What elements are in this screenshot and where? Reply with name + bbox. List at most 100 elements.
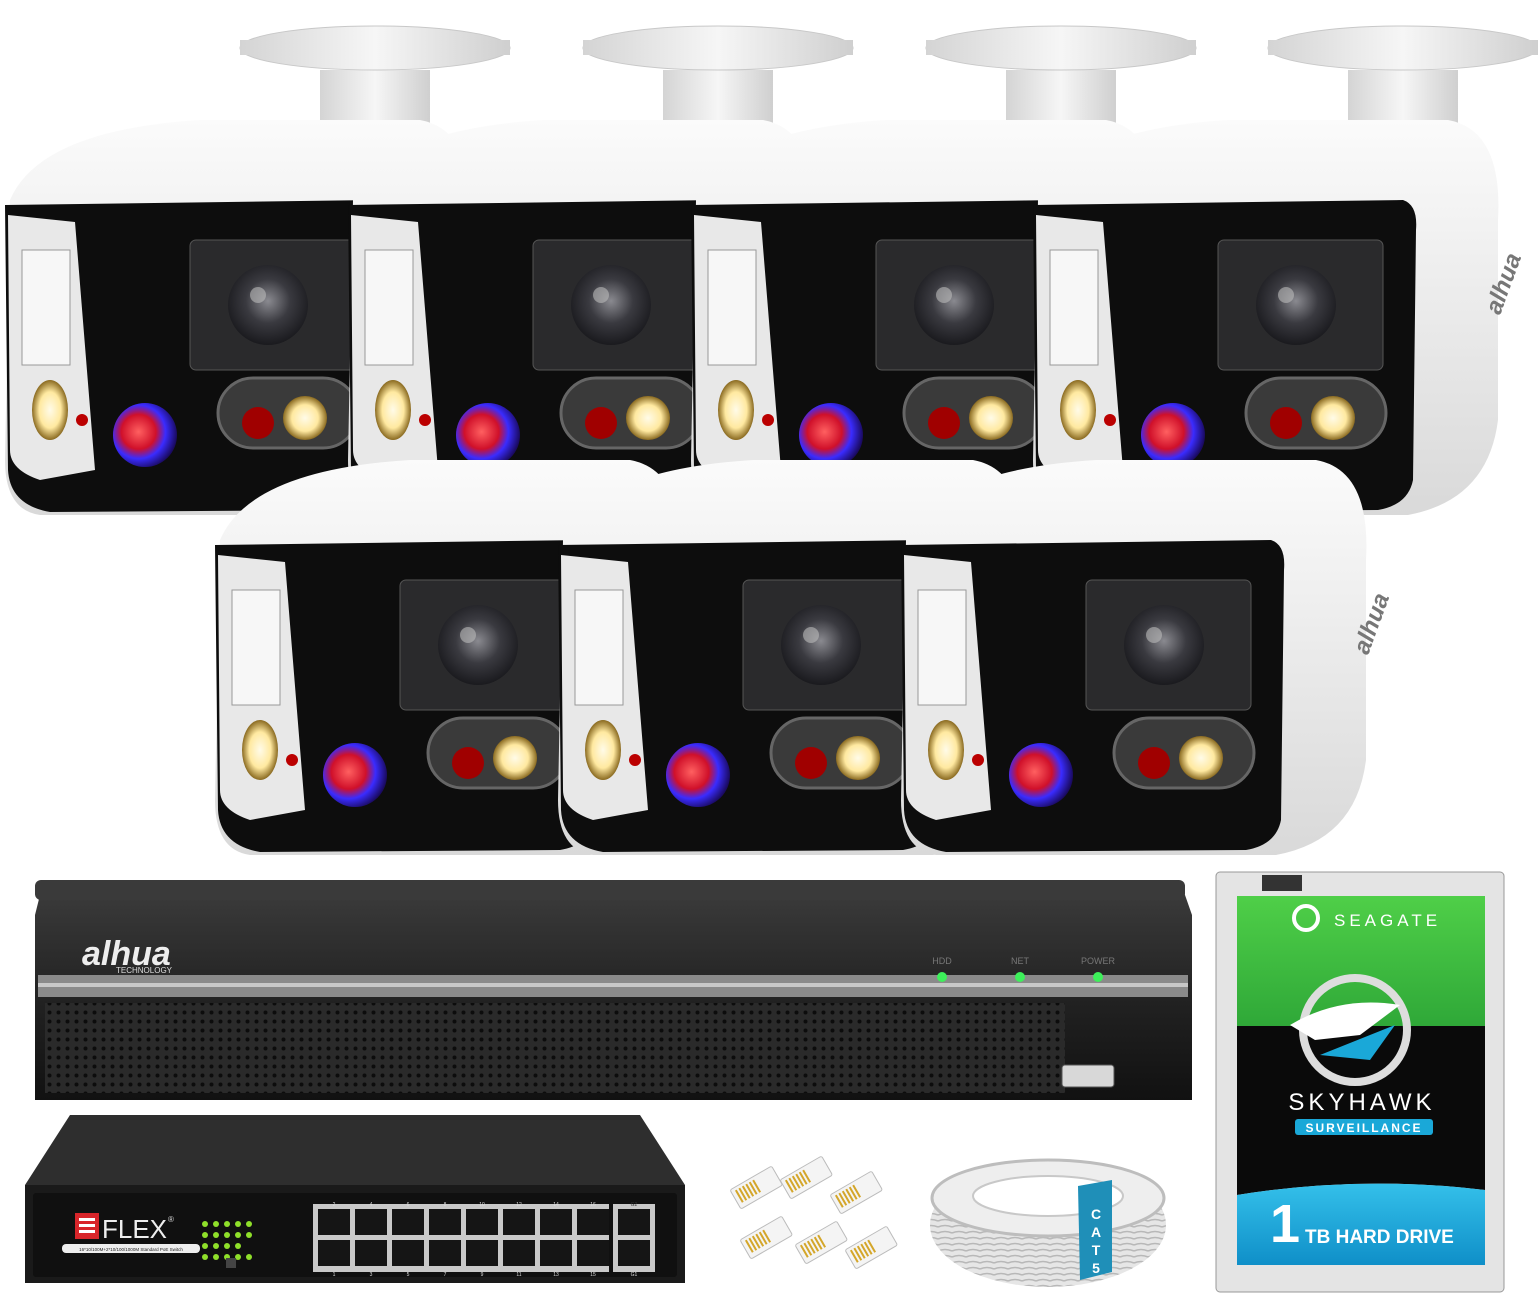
port-number: 4	[370, 1202, 373, 1208]
port-number: 10	[479, 1202, 485, 1208]
usb-port	[1061, 1064, 1115, 1088]
cat5-cable-coil: CAT5	[930, 1158, 1166, 1287]
port-number: 11	[516, 1272, 521, 1278]
switch-subtitle: 16*10/100M+2*10/100/1000M Standard PoE S…	[79, 1247, 183, 1252]
port-number: 1	[333, 1272, 336, 1278]
skyhawk-logo-icon	[1290, 974, 1411, 1086]
red-blue-warning-light-icon	[323, 743, 387, 807]
switch-status-led	[202, 1221, 208, 1227]
port-number: 9	[481, 1272, 484, 1278]
switch-status-led	[246, 1254, 252, 1260]
switch-status-led	[235, 1243, 241, 1249]
switch-status-led	[246, 1221, 252, 1227]
lens-icon	[228, 265, 308, 345]
hdd-line: SURVEILLANCE	[1305, 1121, 1422, 1135]
switch-status-led	[235, 1232, 241, 1238]
white-light-icon	[585, 720, 621, 780]
ethernet-port	[577, 1209, 609, 1235]
uplink-port	[618, 1240, 650, 1266]
uplink-port	[618, 1209, 650, 1235]
red-blue-warning-light-icon	[1009, 743, 1073, 807]
switch-status-led	[213, 1243, 219, 1249]
red-blue-warning-light-icon	[113, 403, 177, 467]
switch-mark: ®	[168, 1215, 174, 1224]
switch-status-led	[224, 1221, 230, 1227]
uplink-label: G2	[631, 1202, 638, 1208]
hdd-brand: SEAGATE	[1334, 911, 1441, 930]
flex-logo-icon	[75, 1213, 99, 1239]
switch-status-led	[246, 1232, 252, 1238]
nvr-indicator-led	[1015, 972, 1025, 982]
nvr-indicator-led	[937, 972, 947, 982]
ethernet-port	[503, 1209, 535, 1235]
red-blue-warning-light-icon	[799, 403, 863, 467]
nvr-indicator-label: NET	[1011, 956, 1030, 966]
ethernet-port	[466, 1209, 498, 1235]
ethernet-port	[429, 1240, 461, 1266]
ethernet-port	[355, 1209, 387, 1235]
red-blue-warning-light-icon	[1141, 403, 1205, 467]
lens-icon	[571, 265, 651, 345]
port-number: 7	[444, 1272, 447, 1278]
white-light-icon	[32, 380, 68, 440]
rj45-connector	[740, 1216, 793, 1259]
port-number: 15	[590, 1272, 596, 1278]
ethernet-port	[318, 1209, 350, 1235]
switch-brand: FLEX	[102, 1214, 167, 1244]
port-number: 13	[553, 1272, 559, 1278]
uplink-label: G1	[631, 1272, 638, 1278]
switch-status-led	[213, 1232, 219, 1238]
switch-status-led	[213, 1221, 219, 1227]
hdd-model: SKYHAWK	[1288, 1089, 1435, 1116]
port-number: 3	[370, 1272, 373, 1278]
hdd-capacity: 1	[1270, 1194, 1300, 1254]
rj45-connector	[845, 1226, 898, 1269]
nvr-indicator-label: POWER	[1081, 956, 1116, 966]
switch-status-led	[202, 1243, 208, 1249]
ethernet-port	[577, 1240, 609, 1266]
poe-switch: FLEX ® 16*10/100M+2*10/100/1000M Standar…	[25, 1115, 685, 1283]
lens-icon	[1256, 265, 1336, 345]
white-light-icon	[928, 720, 964, 780]
hdd-capacity-unit: TB HARD DRIVE	[1305, 1227, 1454, 1248]
port-number: 5	[407, 1272, 410, 1278]
ethernet-port	[429, 1209, 461, 1235]
ethernet-port	[355, 1240, 387, 1266]
bullet-camera: alhua	[901, 460, 1395, 855]
cat5-label: CAT5	[1088, 1206, 1104, 1278]
rj45-connectors	[730, 1156, 898, 1269]
nvr-logo-sub: TECHNOLOGY	[116, 966, 173, 975]
white-light-icon	[1060, 380, 1096, 440]
switch-status-led	[235, 1221, 241, 1227]
ethernet-port	[392, 1240, 424, 1266]
seagate-hard-drive: SEAGATE SKYHAWK SURVEILLANCE 1 TB HARD D…	[1215, 871, 1505, 1293]
lens-icon	[914, 265, 994, 345]
ethernet-port	[318, 1240, 350, 1266]
switch-status-led	[202, 1254, 208, 1260]
lens-icon	[1124, 605, 1204, 685]
rj45-connector	[730, 1166, 783, 1209]
seagate-logo-icon	[1292, 904, 1320, 932]
switch-status-led	[202, 1232, 208, 1238]
port-number: 16	[590, 1202, 596, 1208]
ethernet-port	[503, 1240, 535, 1266]
switch-status-led	[213, 1254, 219, 1260]
nvr-indicator-led	[1093, 972, 1103, 982]
lens-icon	[781, 605, 861, 685]
extend-switch	[226, 1258, 236, 1268]
ethernet-port	[540, 1240, 572, 1266]
nvr-indicator-label: HDD	[932, 956, 952, 966]
red-blue-warning-light-icon	[456, 403, 520, 467]
rj45-connector	[780, 1156, 833, 1199]
port-number: 8	[444, 1202, 447, 1208]
rj45-connector	[795, 1221, 848, 1264]
switch-status-led	[224, 1243, 230, 1249]
port-number: 6	[407, 1202, 410, 1208]
rj45-connector	[830, 1171, 883, 1214]
ethernet-port	[392, 1209, 424, 1235]
lens-icon	[438, 605, 518, 685]
bullet-camera: alhua	[1033, 25, 1538, 515]
ethernet-port	[466, 1240, 498, 1266]
